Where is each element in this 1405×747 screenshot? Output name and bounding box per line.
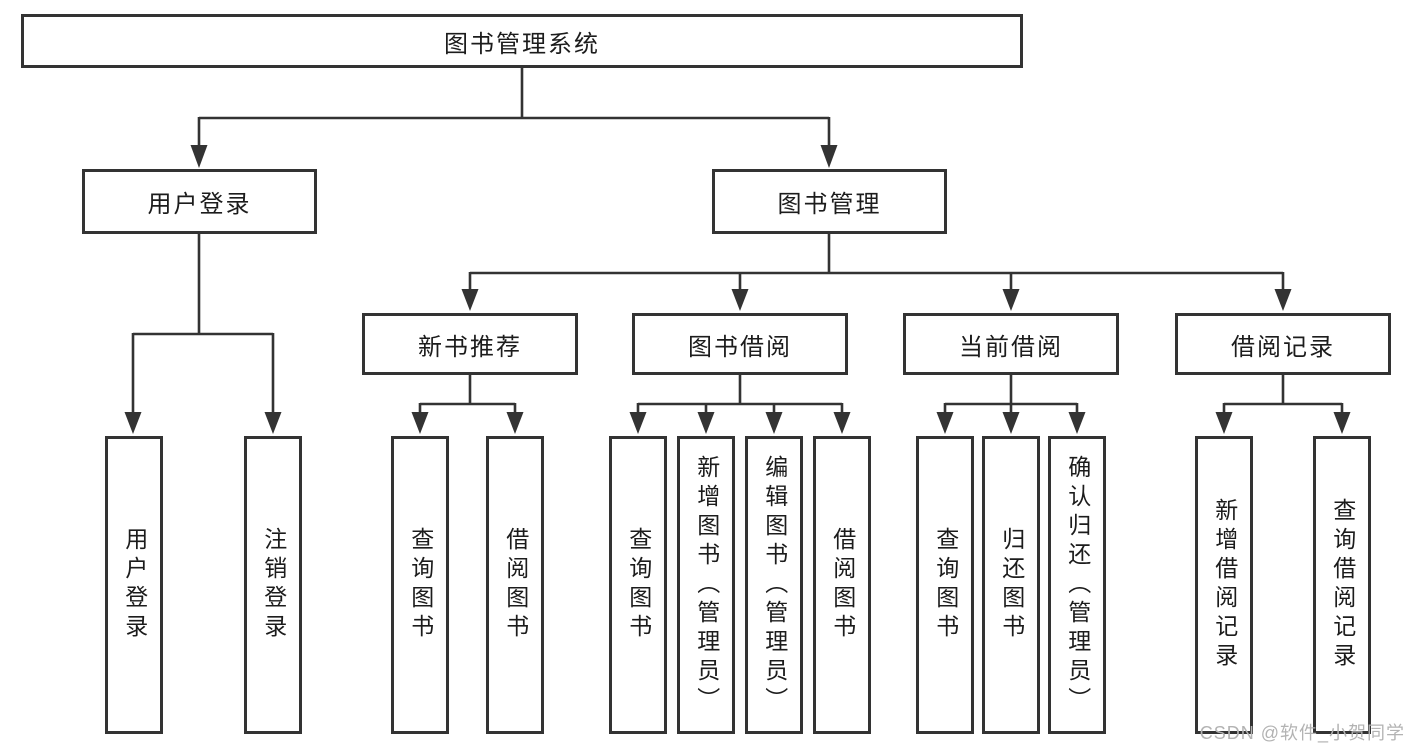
leaf-logout: 注销登录 [244, 436, 302, 734]
leaf-label: 新增图书（管理员） [693, 454, 720, 716]
leaf-label: 注销登录 [260, 527, 287, 643]
connector-current-borrowing-to-leaves [943, 375, 1079, 416]
leaf-borrow-books: 借阅图书 [486, 436, 544, 734]
connector-new-book-recommendation-to-leaves [418, 375, 517, 416]
leaf-confirm-return-admin: 确认归还（管理员） [1048, 436, 1106, 734]
leaf-query-books: 查询图书 [609, 436, 667, 734]
leaf-user-login: 用户登录 [105, 436, 163, 734]
leaf-add-book-admin: 新增图书（管理员） [677, 436, 735, 734]
arrowhead-icon [1002, 412, 1020, 434]
leaf-label: 借阅图书 [502, 527, 529, 643]
connector-book-management-to-level3 [468, 233, 1285, 293]
node-new-book-recommendation: 新书推荐 [362, 313, 578, 375]
node-user-login: 用户登录 [82, 169, 317, 234]
arrowhead-icon [506, 412, 524, 434]
arrowhead-icon [833, 412, 851, 434]
leaf-return-book: 归还图书 [982, 436, 1040, 734]
connector-lines [131, 68, 1344, 416]
arrowhead-icon [124, 412, 142, 434]
leaf-label: 新增借阅记录 [1211, 498, 1238, 672]
leaf-label: 编辑图书（管理员） [761, 454, 788, 716]
leaf-label: 查询图书 [407, 527, 434, 643]
arrowhead-icon [1274, 289, 1292, 311]
leaf-label: 查询图书 [625, 527, 652, 643]
arrowhead-icon [765, 412, 783, 434]
leaf-label: 用户登录 [121, 527, 148, 643]
leaf-add-borrow-record: 新增借阅记录 [1195, 436, 1253, 734]
arrowhead-icon [936, 412, 954, 434]
arrowhead-icon [1068, 412, 1086, 434]
leaf-label: 确认归还（管理员） [1064, 454, 1091, 716]
node-book-management: 图书管理 [712, 169, 947, 234]
leaf-borrow-books: 借阅图书 [813, 436, 871, 734]
node-library-management-system: 图书管理系统 [21, 14, 1023, 68]
connector-root-to-level2 [197, 68, 831, 149]
leaf-label: 归还图书 [998, 527, 1025, 643]
arrowhead-icon [820, 145, 838, 168]
arrowhead-icon [1333, 412, 1351, 434]
arrowhead-icon [190, 145, 208, 168]
arrowhead-icon [629, 412, 647, 434]
leaf-query-books: 查询图书 [391, 436, 449, 734]
arrowhead-icon [461, 289, 479, 311]
leaf-label: 查询借阅记录 [1329, 498, 1356, 672]
leaf-edit-book-admin: 编辑图书（管理员） [745, 436, 803, 734]
arrowhead-icon [1002, 289, 1020, 311]
csdn-watermark: CSDN @软件_小贺同学 [1199, 723, 1405, 743]
leaf-label: 借阅图书 [829, 527, 856, 643]
arrowhead-icon [731, 289, 749, 311]
node-borrowing-records: 借阅记录 [1175, 313, 1391, 375]
arrowhead-icon [264, 412, 282, 434]
arrowhead-icon [1215, 412, 1233, 434]
connector-book-borrowing-to-leaves [636, 375, 844, 416]
leaf-query-borrow-record: 查询借阅记录 [1313, 436, 1371, 734]
connector-user-login-to-leaves [131, 233, 275, 416]
leaf-query-books: 查询图书 [916, 436, 974, 734]
arrowheads [124, 145, 1351, 434]
connector-borrowing-records-to-leaves [1222, 375, 1344, 416]
node-current-borrowing: 当前借阅 [903, 313, 1119, 375]
leaf-label: 查询图书 [932, 527, 959, 643]
arrowhead-icon [697, 412, 715, 434]
node-book-borrowing: 图书借阅 [632, 313, 848, 375]
arrowhead-icon [411, 412, 429, 434]
